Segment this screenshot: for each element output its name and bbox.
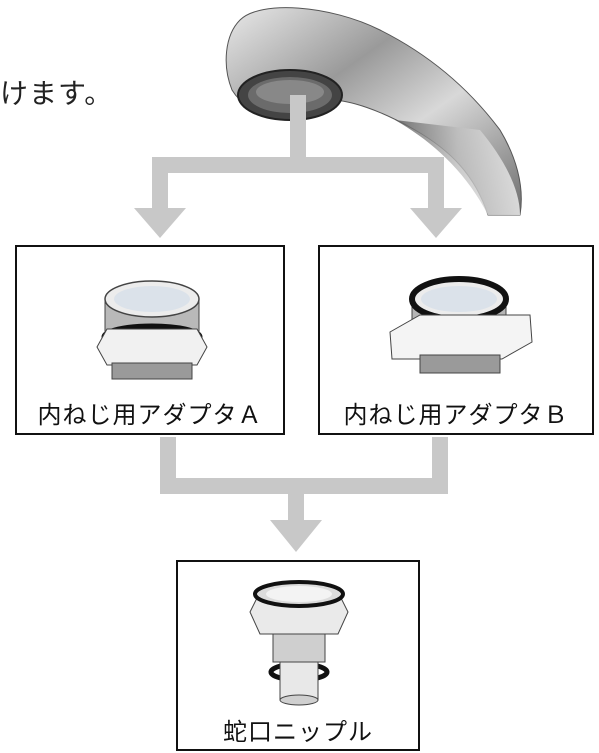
nipple-box: 蛇口ニップル [176, 560, 420, 751]
faucet-nipple-icon [249, 580, 349, 706]
adapter-a-icon [96, 280, 208, 380]
adapter-b-icon [389, 276, 533, 374]
adapter-b-label: 内ねじ用アダプタＢ [343, 401, 569, 429]
adapter-b-box: 内ねじ用アダプタＢ [318, 245, 594, 435]
nipple-label: 蛇口ニップル [223, 718, 373, 746]
adapter-a-label: 内ねじ用アダプタＡ [37, 401, 263, 429]
intro-text: けます。 [0, 77, 114, 110]
adapter-a-box: 内ねじ用アダプタＡ [15, 245, 285, 435]
